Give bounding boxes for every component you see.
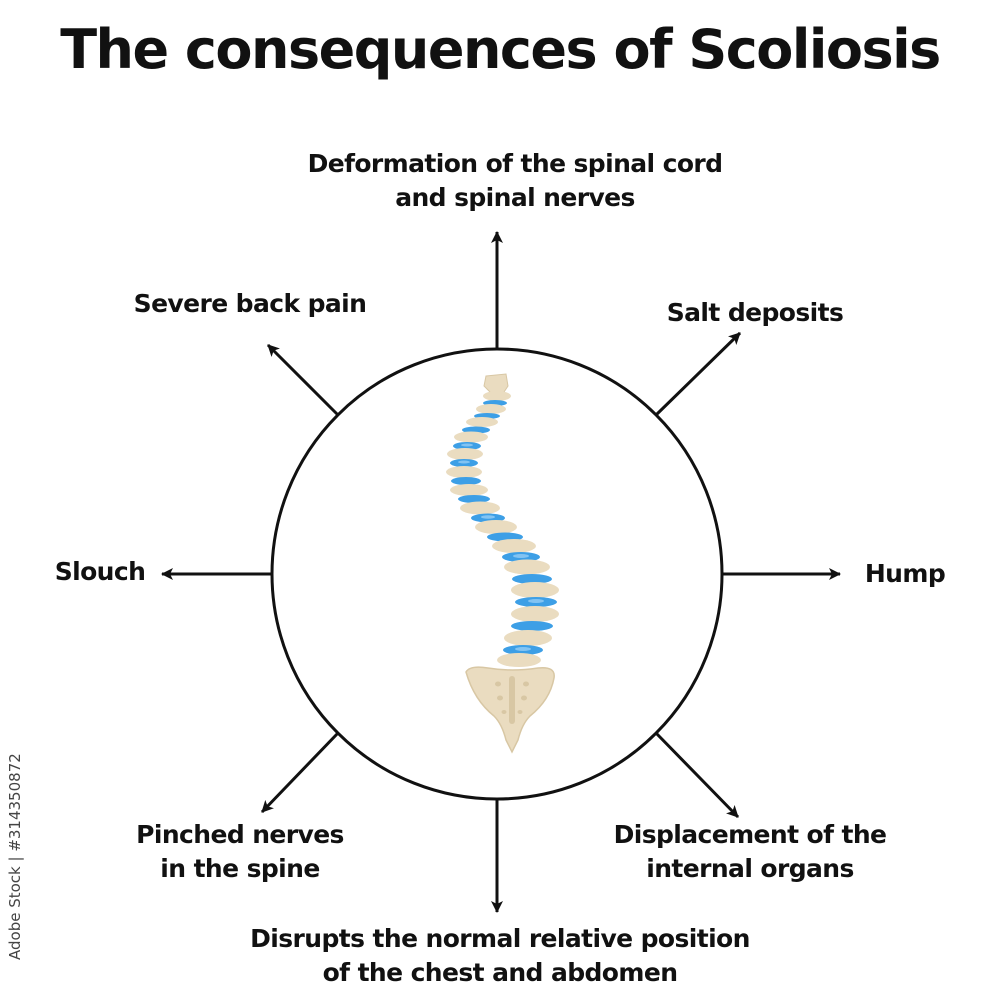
label-line: of the chest and abdomen <box>322 958 678 987</box>
scoliosis-spine-illustration <box>446 373 559 754</box>
label-slouch: Slouch <box>54 557 146 586</box>
label-line: Displacement of the <box>613 820 887 849</box>
label-spinal-cord-deformation: Deformation of the spinal cord and spina… <box>250 147 780 215</box>
label-chest-abdomen-disruption: Disrupts the normal relative position of… <box>190 922 810 990</box>
label-pinched-nerves: Pinched nerves in the spine <box>110 818 370 886</box>
stock-watermark-id: Adobe Stock | #314350872 <box>6 753 24 960</box>
label-line: Disrupts the normal relative position <box>250 924 750 953</box>
arrow-icon-top-right <box>654 331 742 417</box>
label-line: and spinal nerves <box>395 183 635 212</box>
sacral-foramina <box>495 676 529 724</box>
label-line: in the spine <box>160 854 320 883</box>
label-severe-back-pain: Severe back pain <box>133 289 367 318</box>
label-line: Deformation of the spinal cord <box>307 149 723 178</box>
arrow-group <box>161 231 841 913</box>
label-salt-deposits: Salt deposits <box>666 298 844 327</box>
disc-highlights <box>458 443 544 651</box>
page-title: The consequences of Scoliosis <box>60 18 941 81</box>
cervical-vertebra <box>483 373 509 393</box>
label-line: internal organs <box>646 854 854 883</box>
arrow-icon-bottom-left <box>260 731 340 814</box>
vertebrae <box>446 391 559 667</box>
label-organ-displacement: Displacement of the internal organs <box>590 818 910 886</box>
label-hump: Hump <box>864 559 946 588</box>
arrow-icon-bottom-right <box>654 731 740 819</box>
label-line: Pinched nerves <box>136 820 344 849</box>
arrow-icon-top-left <box>266 343 340 417</box>
